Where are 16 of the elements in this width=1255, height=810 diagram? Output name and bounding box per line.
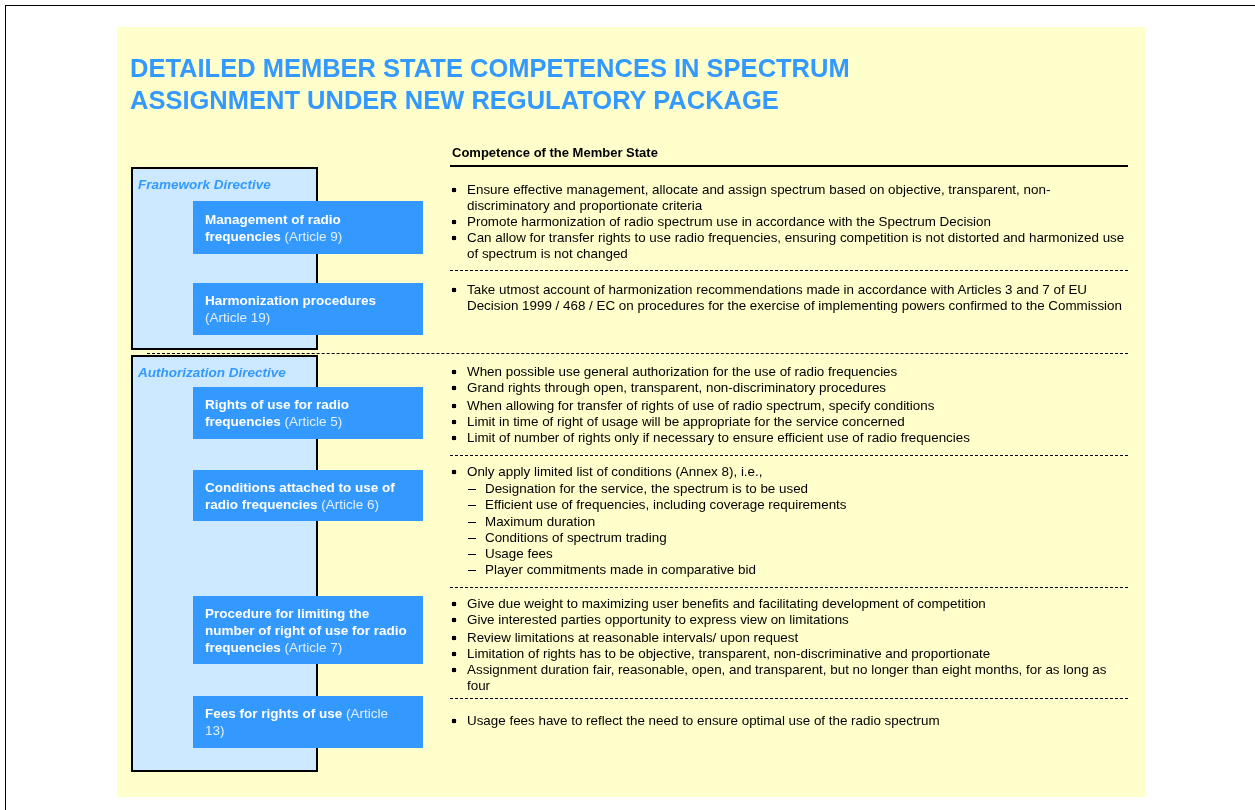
column-heading: Competence of the Member State <box>452 145 658 160</box>
slide-title: DETAILED MEMBER STATE COMPETENCES IN SPECTRUM ASSIGNMENT UNDER NEW REGULATORY PACKAGE <box>130 53 851 116</box>
article-box <box>193 283 423 335</box>
box-text: Management of radio frequencies (Article 9) <box>205 210 344 245</box>
box-text: Rights of use for radio frequencies (Article 5) <box>205 396 350 430</box>
box-text: Conditions attached to use of radio frequencies (Article 6) <box>205 478 396 513</box>
article-box <box>193 387 423 439</box>
box-text: Fees for rights of use (Article 13) <box>205 705 390 739</box>
panel-heading: Authorization Directive <box>138 365 286 380</box>
panel-heading: Framework Directive <box>138 177 271 192</box>
article-box <box>193 201 423 254</box>
box-text: Harmonization procedures (Article 19) <box>205 292 378 326</box>
box-text: Procedure for limiting the number of right of use for radio frequencies (Article 7) <box>205 604 408 656</box>
article-box <box>193 470 423 521</box>
article-box <box>193 596 423 664</box>
article-box <box>193 696 423 748</box>
